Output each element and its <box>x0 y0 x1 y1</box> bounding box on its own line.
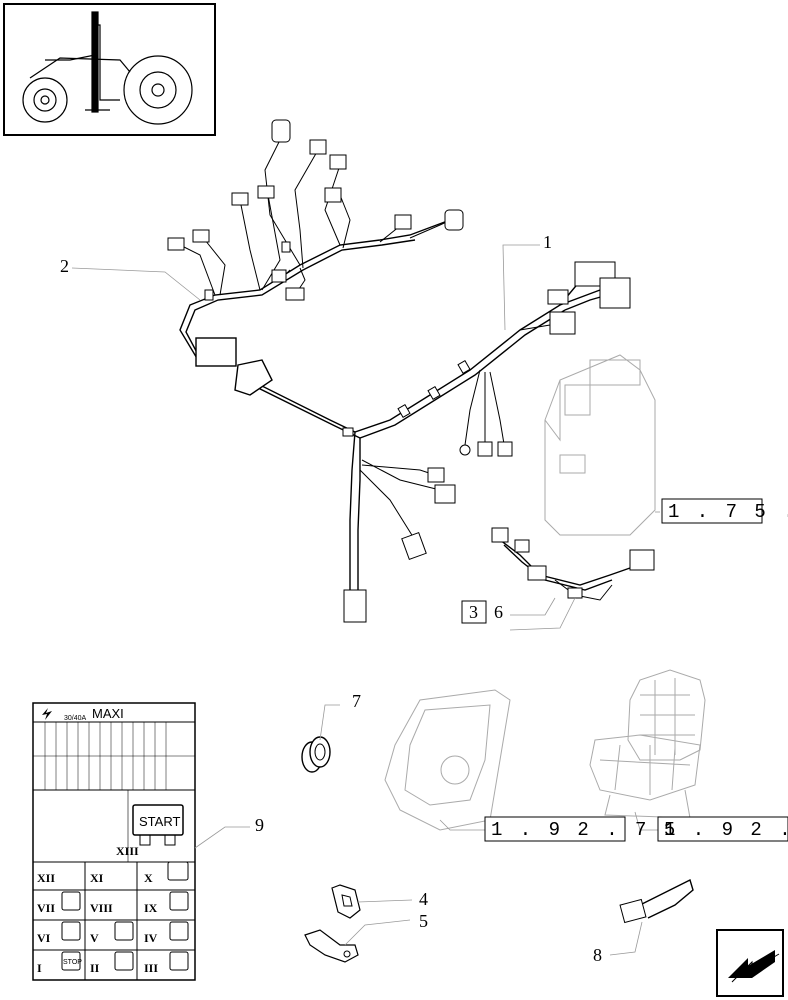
bracket-part[interactable] <box>304 929 359 963</box>
roman-xii: XII <box>37 871 55 885</box>
ref-box-3[interactable] <box>461 600 487 624</box>
ref-box-dash[interactable] <box>484 816 626 842</box>
roman-xiii: XIII <box>116 844 139 858</box>
grommet-part[interactable] <box>301 736 331 773</box>
stop-label: STOP <box>63 959 82 966</box>
roman-vii: VII <box>37 901 55 915</box>
roman-ix: IX <box>144 901 158 915</box>
ref-text-seat: 1 . 9 2 . 8 <box>664 819 788 841</box>
leader-lines <box>71 244 660 956</box>
fuse-sub: 30/40A <box>64 715 87 722</box>
roman-x: X <box>144 871 153 885</box>
ref-box-seat[interactable] <box>657 816 788 842</box>
ref-text-dash: 1 . 9 2 . 7 5 <box>491 819 678 841</box>
dashboard-ghost <box>384 689 511 831</box>
jumper-part[interactable] <box>619 879 694 924</box>
roman-viii: VIII <box>90 901 113 915</box>
roman-vi: VI <box>37 931 51 945</box>
ref-text-ecu: 1 . 7 5 . 1 <box>668 501 788 523</box>
clip-part[interactable] <box>331 884 361 919</box>
start-relay <box>132 804 184 846</box>
upper-harness[interactable] <box>167 119 464 367</box>
label-2: 2 <box>60 256 69 276</box>
fuse-panel[interactable] <box>32 702 196 981</box>
label-8: 8 <box>593 945 602 965</box>
start-label: START <box>139 814 180 829</box>
label-7: 7 <box>352 691 361 711</box>
relay-icons <box>61 861 189 971</box>
nav-arrow-icon[interactable] <box>716 929 784 997</box>
label-6: 6 <box>494 602 503 622</box>
main-harness[interactable] <box>234 261 631 623</box>
seat-ghost <box>589 669 706 819</box>
label-1: 1 <box>543 232 552 252</box>
fuse-header: MAXI <box>92 706 124 721</box>
roman-v: V <box>90 931 99 945</box>
roman-xi: XI <box>90 871 104 885</box>
ref-box-ecu[interactable] <box>661 498 763 524</box>
tractor-icon <box>22 11 193 125</box>
tractor-thumbnail[interactable] <box>3 3 216 136</box>
label-4: 4 <box>419 889 428 909</box>
label-3: 3 <box>469 602 478 622</box>
roman-iii: III <box>144 961 158 975</box>
lightning-icon <box>42 708 52 720</box>
label-9: 9 <box>255 815 264 835</box>
small-harness[interactable] <box>491 527 655 601</box>
roman-ii: II <box>90 961 100 975</box>
ecu-ghost <box>544 354 656 536</box>
label-5: 5 <box>419 911 428 931</box>
roman-iv: IV <box>144 931 158 945</box>
roman-i: I <box>37 961 42 975</box>
